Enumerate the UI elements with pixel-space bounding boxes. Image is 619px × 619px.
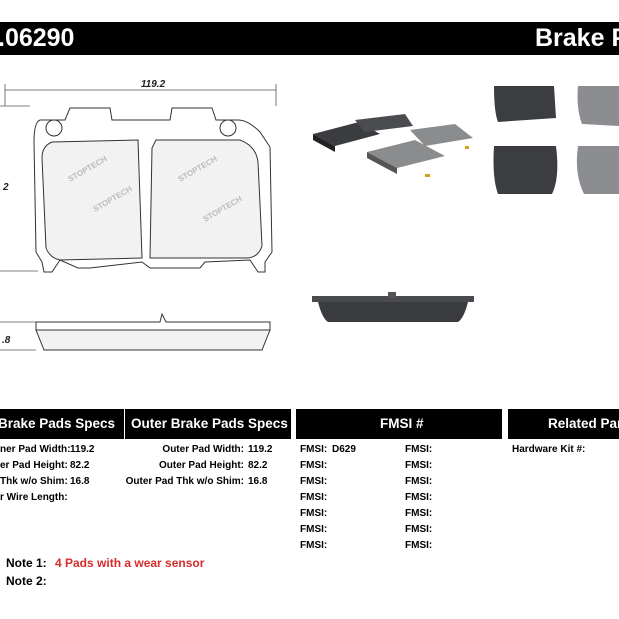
pad-front-view bbox=[33, 107, 273, 273]
inner-spec-label: ner Pad Width: bbox=[0, 444, 71, 455]
outer-spec-label: Outer Pad Thk w/o Shim: bbox=[125, 476, 244, 487]
outer-spec-value: 119.2 bbox=[248, 444, 273, 455]
inner-spec-value: 119.2 bbox=[70, 444, 95, 455]
fmsi-label: FMSI: bbox=[405, 476, 433, 487]
fmsi-label: FMSI: bbox=[405, 524, 433, 535]
outer-spec-value: 82.2 bbox=[248, 460, 268, 471]
fmsi-label: FMSI: bbox=[405, 444, 433, 455]
pad-set-photo-flat bbox=[493, 86, 619, 194]
product-category: Brake P bbox=[535, 24, 619, 52]
fmsi-label: FMSI: bbox=[300, 444, 328, 455]
pad-set-photo-angled bbox=[313, 114, 473, 177]
fmsi-label: FMSI: bbox=[300, 540, 328, 551]
pad-side-photo bbox=[312, 292, 474, 322]
fmsi-value: D629 bbox=[332, 444, 356, 455]
fmsi-label: FMSI: bbox=[405, 540, 433, 551]
fmsi-label: FMSI: bbox=[300, 524, 328, 535]
inner-specs-header: Brake Pads Specs bbox=[0, 409, 124, 439]
fmsi-label: FMSI: bbox=[405, 508, 433, 519]
note-2-label: Note 2: bbox=[6, 574, 47, 588]
fmsi-label: FMSI: bbox=[300, 476, 328, 487]
pad-side-view bbox=[35, 312, 271, 351]
pad-technical-drawing: 119.2 2 STOPTECH STOPTECH STOPTECH STOPT… bbox=[0, 79, 277, 351]
thickness-dimension-label: .8 bbox=[2, 335, 11, 346]
fmsi-header: FMSI # bbox=[296, 409, 502, 439]
inner-spec-label: r Wire Length: bbox=[0, 492, 68, 503]
fmsi-label: FMSI: bbox=[300, 508, 328, 519]
title-bar: .06290 Brake P bbox=[0, 22, 619, 55]
height-dimension bbox=[0, 105, 38, 272]
thickness-dimension bbox=[0, 321, 36, 351]
width-dimension bbox=[4, 84, 277, 106]
outer-specs-header: Outer Brake Pads Specs bbox=[125, 409, 291, 439]
inner-spec-label: er Pad Height: bbox=[0, 460, 68, 471]
fmsi-label: FMSI: bbox=[405, 460, 433, 471]
outer-spec-value: 16.8 bbox=[248, 476, 268, 487]
inner-spec-value: 16.8 bbox=[70, 476, 90, 487]
fmsi-label: FMSI: bbox=[300, 460, 328, 471]
fmsi-label: FMSI: bbox=[405, 492, 433, 503]
inner-spec-value: 82.2 bbox=[70, 460, 90, 471]
hardware-kit: Hardware Kit #: bbox=[512, 444, 585, 455]
hardware-kit-label: Hardware Kit #: bbox=[512, 444, 586, 455]
note-1-label: Note 1: bbox=[6, 556, 47, 570]
outer-spec-label: Outer Pad Height: bbox=[158, 460, 244, 471]
height-dimension-label: 2 bbox=[2, 182, 9, 193]
related-parts-header: Related Par bbox=[508, 409, 619, 439]
width-dimension-label: 119.2 bbox=[141, 79, 166, 90]
inner-spec-label: Thk w/o Shim: bbox=[0, 476, 68, 487]
part-number: .06290 bbox=[0, 24, 75, 52]
fmsi-label: FMSI: bbox=[300, 492, 328, 503]
outer-spec-label: Outer Pad Width: bbox=[162, 444, 244, 455]
note-1-value: 4 Pads with a wear sensor bbox=[55, 556, 205, 570]
